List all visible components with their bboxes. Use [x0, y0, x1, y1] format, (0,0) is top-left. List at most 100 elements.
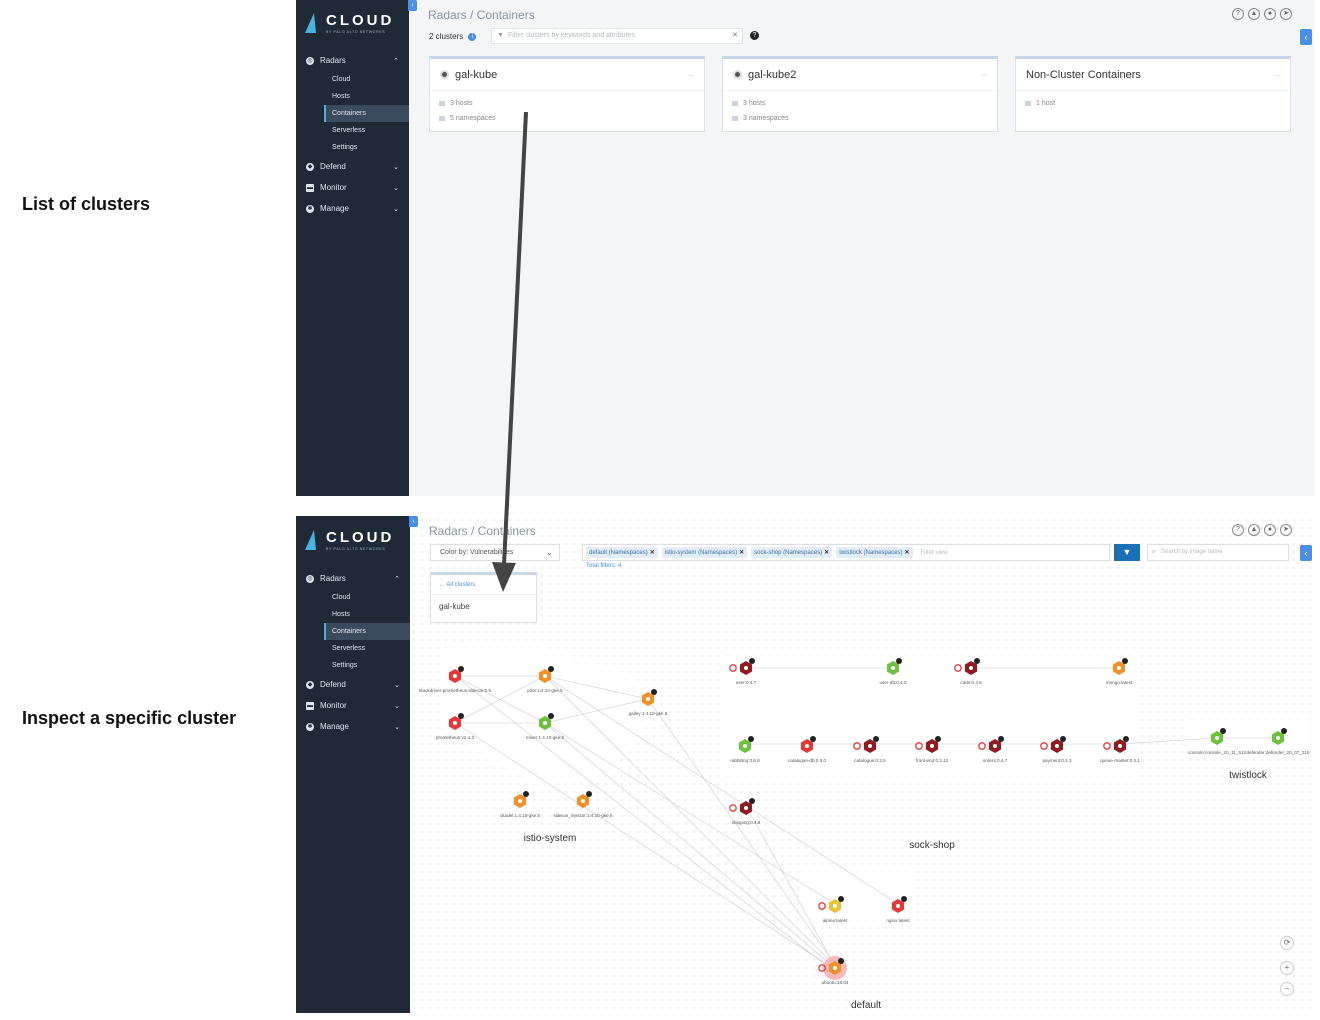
- total-filters-toggle[interactable]: Total filters: 4: [586, 563, 622, 569]
- remove-chip-icon[interactable]: ✕: [739, 550, 745, 556]
- shield-icon: ◆: [306, 162, 314, 171]
- sidebar-item-hosts[interactable]: Hosts: [332, 93, 350, 100]
- apply-filter-button[interactable]: ▼: [1114, 544, 1140, 561]
- count-badge-icon: [749, 658, 755, 664]
- cluster-name: Non-Cluster Containers: [1026, 68, 1141, 81]
- cluster-card-non-cluster[interactable]: Non-Cluster Containers→ 1 host: [1015, 56, 1291, 132]
- node-label: prometheus:v2.4.3: [436, 735, 474, 740]
- filter-chip[interactable]: istio-system (Namespaces)✕: [661, 547, 748, 558]
- expand-panel-icon[interactable]: ‹: [1300, 545, 1312, 561]
- sidebar-item-manage[interactable]: ✱Manage⌄: [306, 204, 399, 213]
- namespace-icon: [439, 116, 445, 121]
- filter-chip[interactable]: default (Namespaces)✕: [586, 547, 658, 558]
- graph-node-mixer[interactable]: mixer:1.4.10-gke.5: [526, 713, 564, 740]
- zoom-in-icon[interactable]: +: [1280, 961, 1294, 975]
- graph-node-mongo[interactable]: mongo:latest: [1106, 658, 1133, 685]
- user-icon[interactable]: ●: [1264, 8, 1276, 20]
- namespace-icon: [732, 116, 738, 121]
- graph-node-shipping[interactable]: shipping:0.4.8: [729, 798, 761, 825]
- clear-icon[interactable]: ✕: [732, 32, 738, 39]
- remove-chip-icon[interactable]: ✕: [649, 550, 655, 556]
- chevron-down-icon: ⌄: [393, 184, 399, 192]
- graph-node-sidecar[interactable]: sidecar_injector:1.4.10-gke.5: [554, 791, 613, 818]
- sidebar-item-containers[interactable]: Containers: [324, 105, 409, 122]
- help-icon[interactable]: ?: [1232, 8, 1244, 20]
- graph-node-galley[interactable]: galley:1.4.10-gke.5: [629, 689, 668, 716]
- graph-node-payment[interactable]: payment:0.4.3: [1040, 736, 1072, 763]
- sidebar-item-monitor[interactable]: ▬Monitor⌄: [306, 701, 400, 710]
- graph-node-stackdriver[interactable]: stackdriver-prometheus-sidecar:0.5: [419, 666, 491, 693]
- graph-node-user[interactable]: user:0.4.7: [729, 658, 757, 685]
- user-icon[interactable]: ●: [1264, 524, 1276, 536]
- sidebar-item-defend[interactable]: ◆Defend⌄: [306, 680, 400, 689]
- sidebar-item-monitor[interactable]: ▬Monitor⌄: [306, 183, 399, 192]
- arrow-right-icon[interactable]: →: [1272, 69, 1281, 79]
- filter-help-icon[interactable]: ?: [750, 31, 759, 40]
- arrow-right-icon[interactable]: →: [979, 69, 988, 79]
- sidebar-item-containers[interactable]: Containers: [324, 623, 410, 640]
- count-badge-icon: [1122, 658, 1128, 664]
- graph-node-catalogue-db[interactable]: catalogue-db:0.3.0: [788, 736, 827, 763]
- filter-chips-input[interactable]: default (Namespaces)✕ istio-system (Name…: [582, 544, 1110, 561]
- arrow-right-icon[interactable]: →: [686, 69, 695, 79]
- graph-node-rabbitmq[interactable]: rabbitmq:3.6.8: [730, 736, 760, 763]
- sidebar-item-settings[interactable]: Settings: [332, 144, 358, 151]
- collapse-sidebar-icon[interactable]: ‹: [408, 0, 417, 11]
- graph-node-carts[interactable]: carts:0.4.8: [954, 658, 982, 685]
- color-by-select[interactable]: Color by: Vulnerabilities⌄: [430, 544, 560, 561]
- network-graph: stackdriver-prometheus-sidecar:0.5 pilot:…: [419, 644, 1310, 1011]
- graph-node-ubuntu[interactable]: ubuntu:18.04: [818, 956, 849, 985]
- cluster-card-gal-kube[interactable]: gal-kube→ 3 hosts 5 namespaces: [429, 56, 705, 132]
- sidebar-item-cloud[interactable]: Cloud: [332, 594, 351, 601]
- chevron-up-icon: ⌃: [393, 57, 399, 65]
- filter-chip[interactable]: sock-shop (Namespaces)✕: [751, 547, 833, 558]
- node-label: orders:0.4.7: [983, 758, 1008, 763]
- sidebar-item-manage[interactable]: ✱Manage⌄: [306, 722, 400, 731]
- graph-node-defender[interactable]: defender:defender_20_07_315: [1246, 728, 1310, 755]
- expand-panel-icon[interactable]: ‹: [1300, 29, 1312, 45]
- chevron-down-icon: ⌄: [394, 681, 400, 689]
- graph-node-console[interactable]: console:console_20_11_512: [1188, 728, 1247, 755]
- reset-zoom-icon[interactable]: ⟳: [1280, 936, 1294, 950]
- graph-node-nginx[interactable]: nginx:latest: [886, 896, 910, 923]
- sidebar-item-serverless[interactable]: Serverless: [332, 645, 366, 652]
- container-icon: [886, 661, 900, 675]
- brand-logo: CLOUD BY PALO ALTO NETWORKS: [296, 516, 410, 564]
- shield-icon: ◆: [306, 680, 314, 689]
- navigation-icon[interactable]: ➤: [1280, 524, 1292, 536]
- node-label: catalogue:0.3.5: [854, 758, 886, 763]
- sidebar-item-settings[interactable]: Settings: [332, 662, 358, 669]
- graph-node-catalogue[interactable]: catalogue:0.3.5: [853, 736, 886, 763]
- graph-node-pilot[interactable]: pilot:1.4.10-gke.5: [527, 666, 563, 693]
- info-icon[interactable]: i: [468, 32, 477, 41]
- container-core-icon: [833, 966, 837, 970]
- sidebar-item-radars[interactable]: ◎Radars⌃: [306, 56, 399, 65]
- sidebar-item-radars[interactable]: ◎Radars⌃: [306, 574, 400, 583]
- graph-node-orders[interactable]: orders:0.4.7: [978, 736, 1008, 763]
- graph-node-queue[interactable]: queue-master:0.3.1: [1100, 736, 1140, 763]
- graph-node-citadel[interactable]: citadel:1.4.10-gke.5: [500, 791, 541, 818]
- sidebar-item-cloud[interactable]: Cloud: [332, 76, 351, 83]
- sidebar-item-defend[interactable]: ◆Defend⌄: [306, 162, 399, 171]
- blocked-icon: [1103, 742, 1111, 750]
- cluster-card-gal-kube2[interactable]: gal-kube2→ 3 hosts 3 namespaces: [722, 56, 998, 132]
- all-clusters-link[interactable]: ← All clusters: [431, 575, 536, 595]
- graph-node-alpine[interactable]: alpine:latest: [818, 896, 848, 923]
- graph-node-frontend[interactable]: front-end:0.3.12: [915, 736, 949, 763]
- notifications-icon[interactable]: ▲: [1248, 8, 1260, 20]
- help-icon[interactable]: ?: [1232, 524, 1244, 536]
- graph-node-prometheus[interactable]: prometheus:v2.4.3: [436, 713, 474, 740]
- navigation-icon[interactable]: ➤: [1280, 8, 1292, 20]
- graph-node-userdb[interactable]: user-db:0.4.0: [879, 658, 907, 685]
- filter-chip[interactable]: twistlock (Namespaces)✕: [836, 547, 913, 558]
- count-badge-icon: [1123, 736, 1129, 742]
- sidebar-item-serverless[interactable]: Serverless: [332, 127, 366, 134]
- notifications-icon[interactable]: ▲: [1248, 524, 1260, 536]
- image-search-input[interactable]: ⌕Search by image name: [1147, 544, 1289, 561]
- sidebar-item-hosts[interactable]: Hosts: [332, 611, 350, 618]
- zoom-out-icon[interactable]: −: [1280, 982, 1294, 996]
- cluster-filter-input[interactable]: ▼Filter clusters by keywords and attribu…: [491, 28, 743, 44]
- remove-chip-icon[interactable]: ✕: [904, 550, 910, 556]
- remove-chip-icon[interactable]: ✕: [824, 550, 830, 556]
- collapse-sidebar-icon[interactable]: ‹: [409, 516, 418, 527]
